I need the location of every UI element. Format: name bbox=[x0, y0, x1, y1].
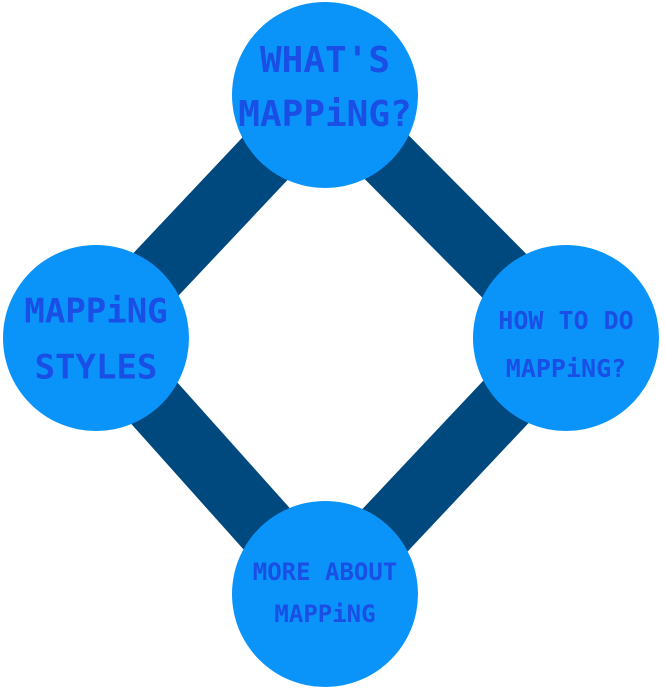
node-label-line-2: MAPPiNG bbox=[274, 600, 375, 628]
node-whats-mapping[interactable]: WHAT'S MAPPiNG? bbox=[232, 2, 418, 188]
node-label-line-2: MAPPiNG? bbox=[238, 94, 411, 135]
node-label-line-1: MAPPiNG bbox=[24, 292, 167, 332]
node-circle[interactable] bbox=[232, 501, 418, 687]
node-circle[interactable] bbox=[3, 245, 189, 431]
node-mapping-styles[interactable]: MAPPiNG STYLES bbox=[3, 245, 189, 431]
node-circle[interactable] bbox=[473, 245, 659, 431]
node-label-line-1: WHAT'S bbox=[260, 40, 390, 81]
node-more-about-mapping[interactable]: MORE ABOUT MAPPiNG bbox=[232, 501, 418, 687]
node-circle[interactable] bbox=[232, 2, 418, 188]
node-label-line-2: STYLES bbox=[35, 348, 158, 388]
node-label-line-1: MORE ABOUT bbox=[253, 558, 398, 586]
node-label-line-2: MAPPiNG? bbox=[506, 354, 626, 383]
node-how-to-do-mapping[interactable]: HOW TO DO MAPPiNG? bbox=[473, 245, 659, 431]
node-label-line-1: HOW TO DO bbox=[498, 306, 633, 335]
